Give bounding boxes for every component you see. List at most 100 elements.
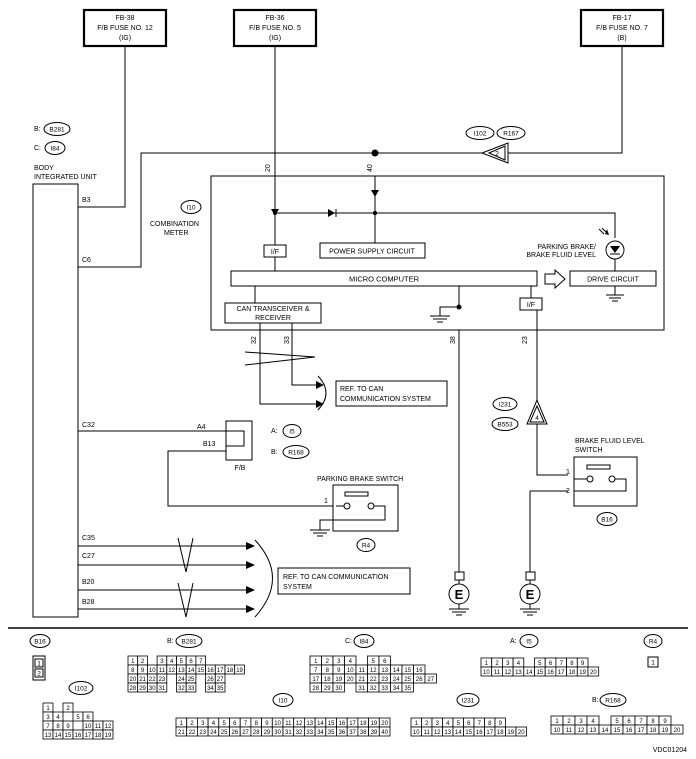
pin-number: 19 [335,677,342,683]
pin-number: 6 [549,661,553,667]
pin-number: 17 [558,670,565,676]
svg-text:B28: B28 [82,599,95,606]
pin-number: 9 [337,668,341,674]
pin-number: 12 [370,668,377,674]
can-ref-1: REF. TO CAN COMMUNICATION SYSTEM [335,380,448,407]
pin-number: 16 [75,733,82,739]
pin-number: 9 [663,719,667,725]
svg-text:PARKING BRAKE SWITCH: PARKING BRAKE SWITCH [317,476,403,483]
pin-number: 20 [347,677,354,683]
svg-text:B:: B: [592,697,599,704]
pin-number: 3 [201,721,205,727]
pin-number: 24 [210,730,217,736]
pin-number: 8 [131,668,135,674]
pin-number: 15 [537,670,544,676]
svg-text:R167: R167 [503,131,519,138]
pin-number: 5 [76,715,80,721]
pin-number: 28 [130,686,137,692]
pin-number: 4 [56,715,60,721]
pin-number: 11 [285,721,292,727]
pin-number: 8 [651,719,655,725]
svg-text:C27: C27 [82,553,95,560]
pin-number: 17 [217,668,224,674]
pin-number: 29 [324,686,331,692]
svg-text:DRIVE CIRCUIT: DRIVE CIRCUIT [587,277,639,284]
pin-number: 4 [446,721,450,727]
pin-number: 34 [207,686,214,692]
pin-number: 6 [467,721,471,727]
pin-number: 7 [46,724,50,730]
pin-number: 15 [328,721,335,727]
svg-text:B3: B3 [82,197,91,204]
svg-text:2: 2 [37,671,41,678]
pin-number: 36 [339,730,346,736]
pin-number: 2 [495,661,499,667]
svg-text:C:: C: [34,145,41,152]
svg-text:C6: C6 [82,257,91,264]
pin-number: 8 [56,724,60,730]
pin-number: 23 [159,677,166,683]
pin-number: 5 [372,659,376,665]
pin-number: 2 [326,659,330,665]
pin-number: 28 [253,730,260,736]
svg-text:(IG): (IG) [119,35,131,42]
svg-text:BODY: BODY [34,165,54,172]
svg-text:E: E [455,587,464,602]
svg-text:B:: B: [34,126,41,133]
pin-cell [401,682,414,693]
pin-number: 6 [383,659,387,665]
pin-number: 5 [180,659,184,665]
pin-number: 5 [222,721,226,727]
pin-number: 10 [413,730,420,736]
svg-text:I84: I84 [50,146,59,153]
pin-number: 1 [46,706,50,712]
svg-text:C32: C32 [82,422,95,429]
pin-number: 10 [347,668,354,674]
pin-number: 9 [265,721,269,727]
svg-text:I84: I84 [359,639,368,646]
pin-number: 18 [95,733,102,739]
svg-text:FB-38: FB-38 [115,15,134,22]
pin-number: 18 [569,670,576,676]
pin-number: 20 [518,730,525,736]
svg-text:32: 32 [251,336,258,344]
pin-number: 13 [515,670,522,676]
svg-text:R168: R168 [605,698,621,705]
pin-number: 8 [570,661,574,667]
svg-text:B:: B: [167,638,174,645]
pin-number: 17 [85,733,92,739]
svg-text:I231: I231 [499,402,512,409]
pin-number: 28 [312,686,319,692]
pin-number: 11 [159,668,166,674]
svg-text:FB-36: FB-36 [265,15,284,22]
svg-text:I/F: I/F [527,302,535,309]
svg-text:REF. TO CAN: REF. TO CAN [340,386,383,393]
svg-text:33: 33 [284,336,291,344]
pin-number: 14 [317,721,324,727]
pin-number: 2 [66,706,70,712]
svg-text:B281: B281 [49,127,65,134]
pin-number: 19 [105,733,112,739]
svg-text:POWER SUPPLY CIRCUIT: POWER SUPPLY CIRCUIT [329,249,415,256]
svg-text:I5: I5 [526,639,532,646]
pin-number: 27 [427,677,434,683]
pin-number: 10 [274,721,281,727]
connector-b16: B16 1 2 [29,634,51,681]
pin-number: 14 [602,728,609,734]
pin-number: 4 [170,659,174,665]
pin-number: 1 [485,661,489,667]
svg-text:B16: B16 [601,517,613,524]
pin-number: 11 [494,670,501,676]
pin-number: 7 [478,721,482,727]
svg-text:I231: I231 [462,698,475,705]
pin-number: 30 [274,730,281,736]
pin-number: 11 [424,730,431,736]
pin-number: 14 [393,668,400,674]
svg-text:(IG): (IG) [269,35,281,42]
pin-number: 3 [337,659,341,665]
pin-number: 8 [326,668,330,674]
